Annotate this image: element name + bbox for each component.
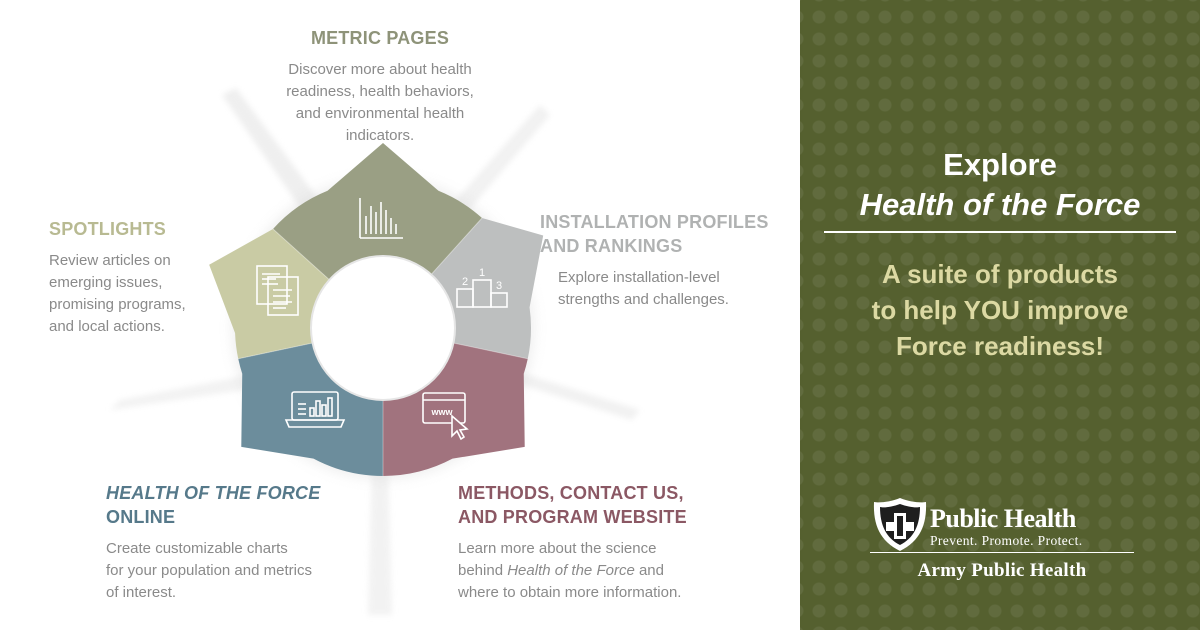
hof-online-title: HEALTH OF THE FORCE ONLINE xyxy=(106,481,366,529)
subhead-line: to help YOU improve xyxy=(871,295,1129,325)
metric-pages-sector xyxy=(273,143,483,280)
hof-online-title-line: ONLINE xyxy=(106,507,176,527)
infographic-panel: 2 1 3 www xyxy=(49,26,795,615)
metric-pages-line: Discover more about health xyxy=(288,61,472,78)
logo-tagline: Prevent. Promote. Protect. xyxy=(930,533,1083,548)
installation-line: strengths and challenges. xyxy=(558,291,729,308)
metric-pages-title: METRIC PAGES xyxy=(310,28,450,48)
hof-online-line: Create customizable charts xyxy=(106,540,288,557)
podium-rank-3: 3 xyxy=(496,280,502,292)
headline-explore: Explore xyxy=(943,147,1057,182)
promo-panel: Explore Health of the Force A suite of p… xyxy=(800,0,1200,630)
metric-pages-line: and environmental health xyxy=(295,105,465,122)
www-label: www xyxy=(430,407,453,417)
methods-description: Learn more about the science behind Heal… xyxy=(458,538,748,604)
headline-health-of-the-force: Health of the Force xyxy=(859,187,1141,222)
installation-line: Explore installation-level xyxy=(558,269,720,286)
browser-www-icon: www xyxy=(422,392,469,441)
sector-separator xyxy=(238,342,313,360)
podium-icon: 2 1 3 xyxy=(456,267,508,308)
spotlights-sector xyxy=(209,228,330,359)
methods-line: behind Health of the Force and xyxy=(458,560,748,582)
methods-line-text: behind xyxy=(458,562,508,579)
methods-block: METHODS, CONTACT US, AND PROGRAM WEBSITE… xyxy=(458,481,748,604)
installation-title: INSTALLATION PROFILES AND RANKINGS xyxy=(540,210,795,258)
bar-chart-icon xyxy=(359,198,403,239)
installation-block: INSTALLATION PROFILES AND RANKINGS Explo… xyxy=(540,210,795,311)
methods-line: Learn more about the science xyxy=(458,540,657,557)
wheel-center xyxy=(311,256,455,400)
spotlights-line: and local actions. xyxy=(49,318,165,335)
headline-divider xyxy=(824,231,1176,233)
logo-org: Army Public Health xyxy=(917,560,1087,581)
podium-rank-1: 1 xyxy=(479,267,485,279)
sector-separator xyxy=(453,342,528,360)
laptop-chart-icon xyxy=(284,391,346,428)
methods-title-line: METHODS, CONTACT US, xyxy=(458,483,684,503)
spotlights-title: SPOTLIGHTS xyxy=(49,219,167,239)
installation-sector xyxy=(431,218,544,359)
methods-line-emphasis: Health of the Force xyxy=(507,562,635,579)
hof-online-description: Create customizable charts for your popu… xyxy=(106,538,366,604)
methods-sector xyxy=(383,342,528,476)
wheel-center-ring xyxy=(310,255,456,401)
logo-divider xyxy=(870,552,1134,553)
shield-logo-icon xyxy=(873,498,927,551)
metric-pages-block: METRIC PAGES Discover more about health … xyxy=(230,26,530,147)
hof-online-line: of interest. xyxy=(106,584,177,601)
sector-separator xyxy=(430,217,483,275)
spotlights-line: Review articles on xyxy=(49,252,171,269)
sector-separator xyxy=(272,228,330,281)
methods-line-text: and xyxy=(634,562,664,579)
subhead-line: A suite of products xyxy=(882,259,1118,289)
logo-title: Public Health xyxy=(930,504,1076,533)
spotlights-block: SPOTLIGHTS Review articles on emerging i… xyxy=(49,217,249,338)
hof-online-line: for your population and metrics xyxy=(106,562,312,579)
subhead-line: Force readiness! xyxy=(895,331,1105,361)
metric-pages-description: Discover more about health readiness, he… xyxy=(230,59,530,147)
metric-pages-line: indicators. xyxy=(345,127,415,144)
installation-title-line: INSTALLATION PROFILES xyxy=(540,212,769,232)
installation-description: Explore installation-level strengths and… xyxy=(558,267,795,311)
metric-pages-line: readiness, health behaviors, xyxy=(286,83,474,100)
spotlights-line: emerging issues, xyxy=(49,274,163,291)
spotlights-line: promising programs, xyxy=(49,296,186,313)
podium-rank-2: 2 xyxy=(462,276,468,288)
methods-line: where to obtain more information. xyxy=(458,584,682,601)
methods-title: METHODS, CONTACT US, AND PROGRAM WEBSITE xyxy=(458,481,748,529)
installation-title-line: AND RANKINGS xyxy=(540,236,683,256)
spotlights-description: Review articles on emerging issues, prom… xyxy=(49,250,249,338)
hof-online-block: HEALTH OF THE FORCE ONLINE Create custom… xyxy=(106,481,366,604)
hof-online-title-line: HEALTH OF THE FORCE xyxy=(106,483,321,503)
methods-title-line: AND PROGRAM WEBSITE xyxy=(458,507,687,527)
product-wheel: 2 1 3 www xyxy=(110,88,640,615)
wheel-sectors xyxy=(209,143,544,476)
documents-icon xyxy=(256,265,299,316)
